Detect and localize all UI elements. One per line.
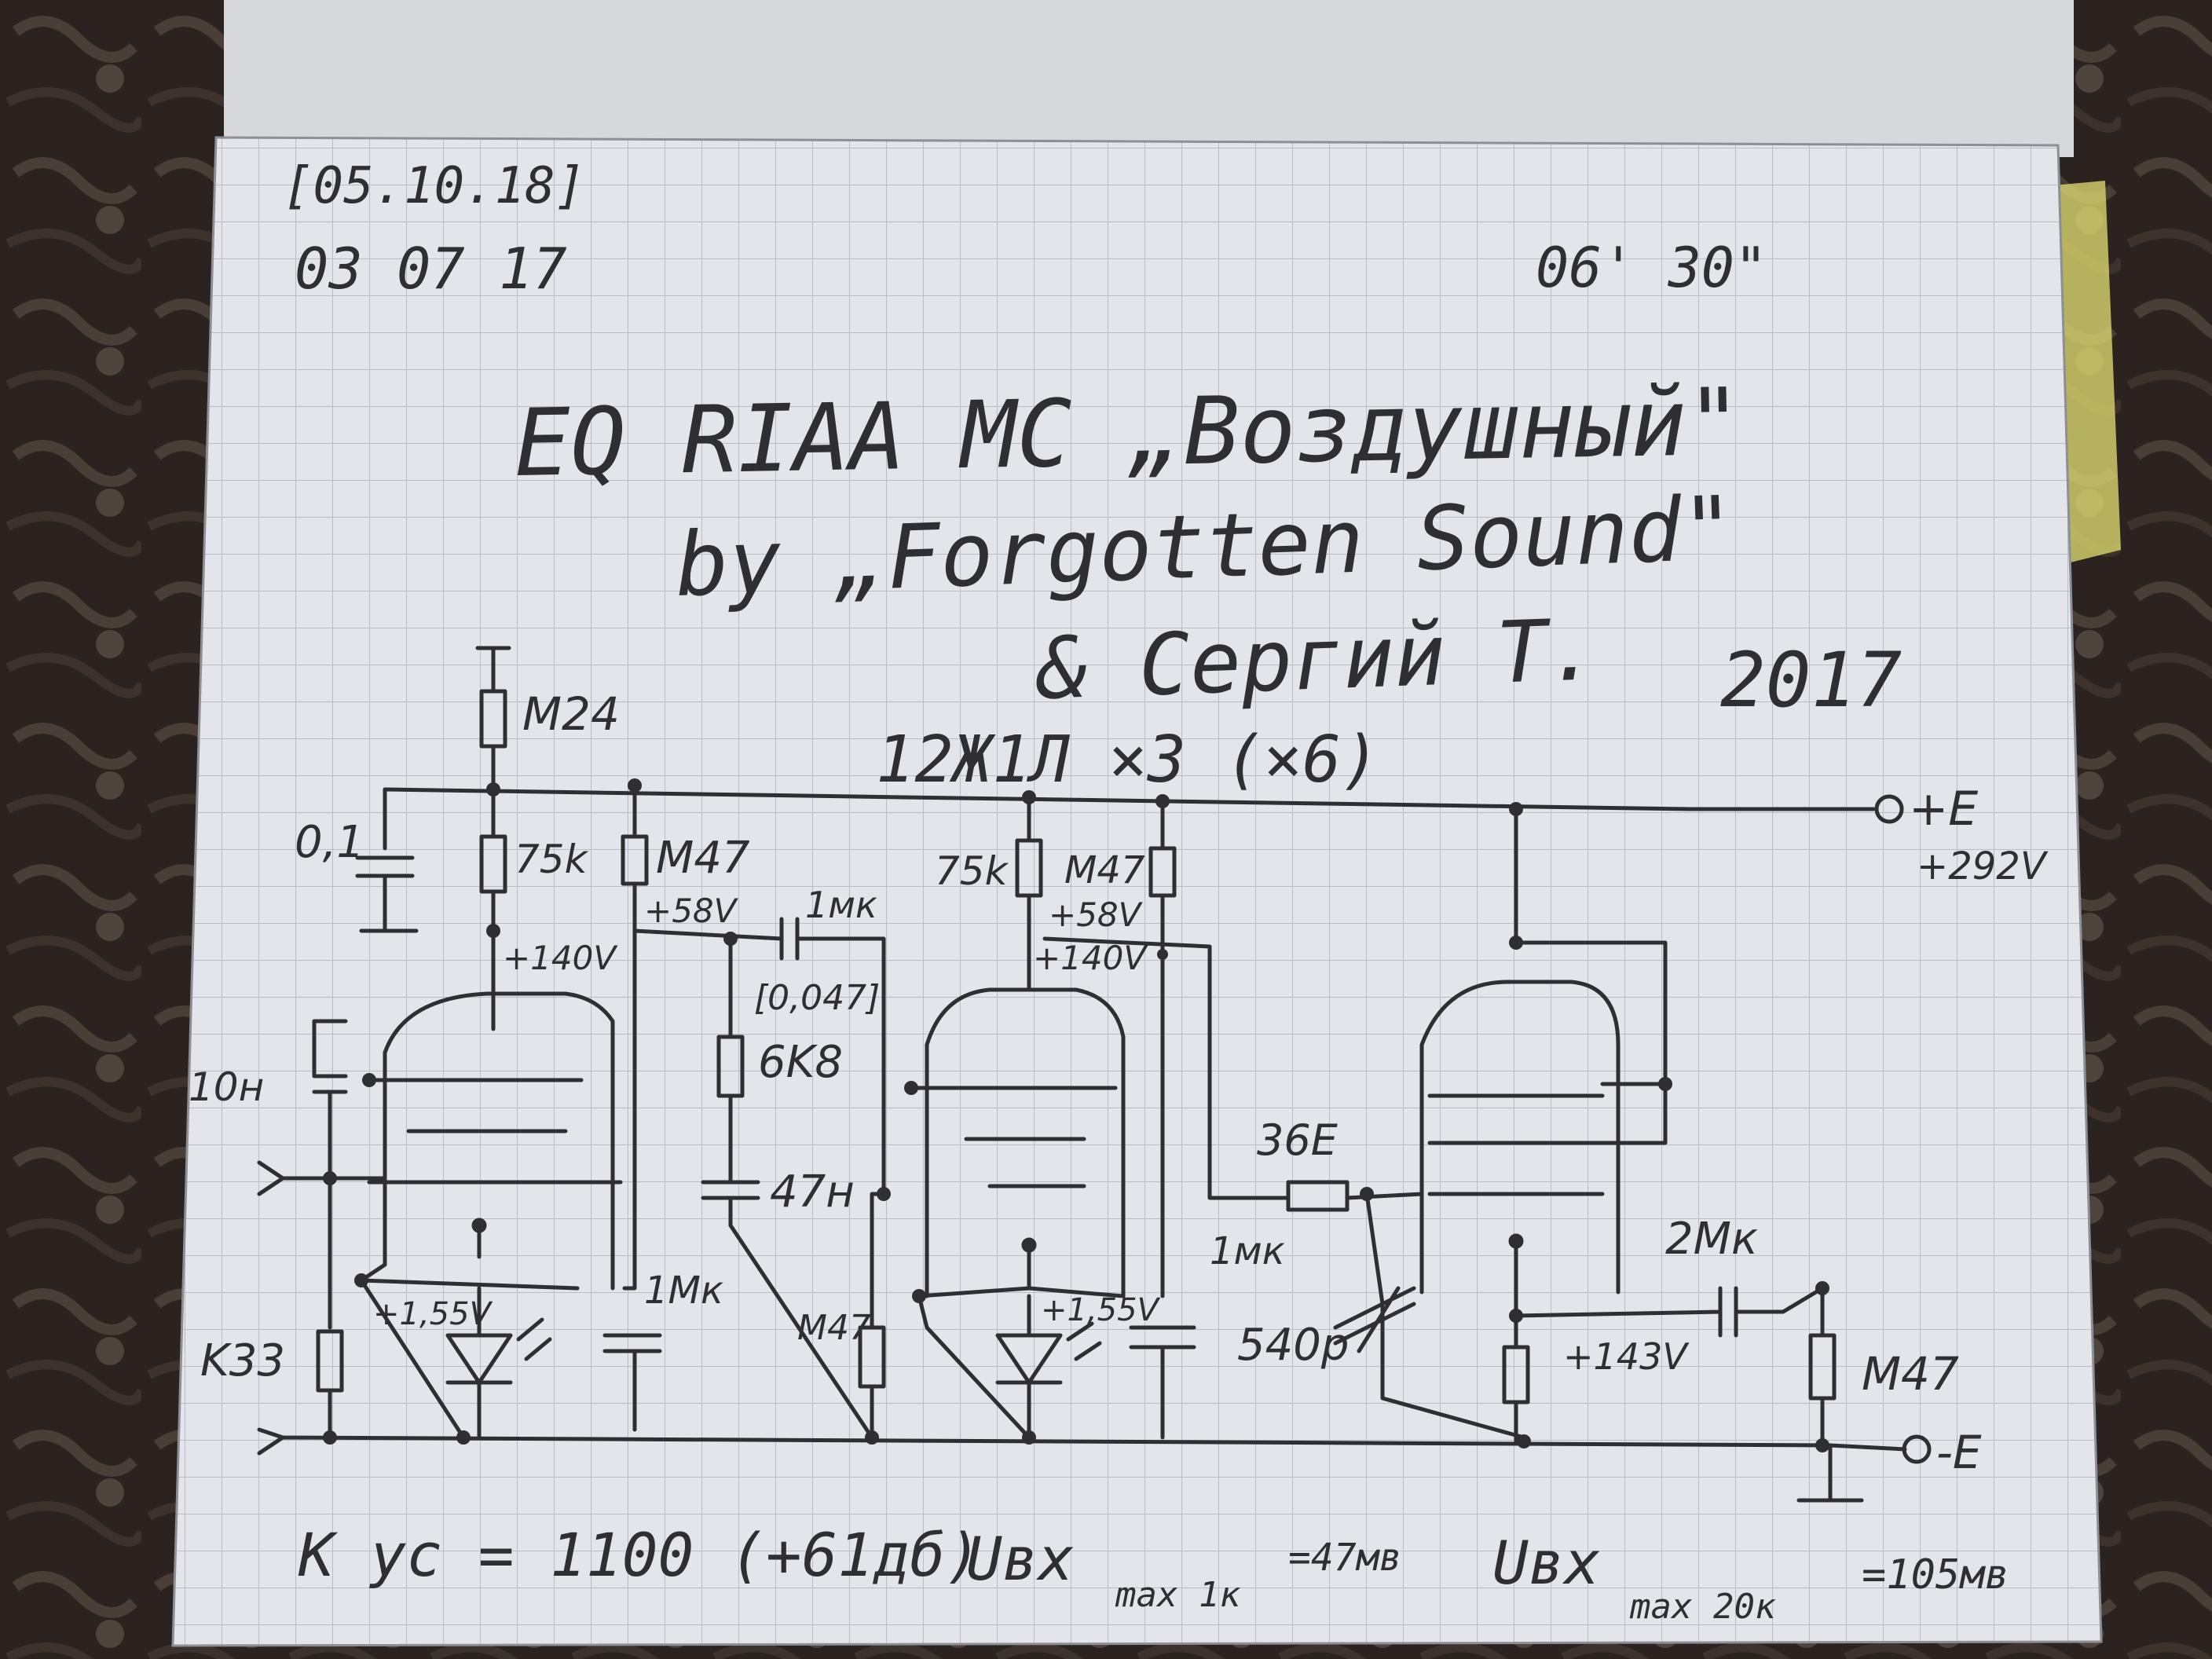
supply-neg-terminal — [1902, 1434, 1932, 1464]
uin2-label: Uвх — [1492, 1528, 1601, 1598]
resistor-6k8 — [716, 1035, 745, 1098]
title-line3: & Сергий Т. — [1035, 601, 1600, 719]
resistor-36e — [1286, 1180, 1350, 1212]
label-36e: 36E — [1257, 1115, 1338, 1165]
uin1-label: Uвх — [966, 1524, 1075, 1594]
label-supply-neg: -E — [1936, 1426, 1982, 1479]
date: 03 07 17 — [295, 236, 567, 302]
label-2mk: 2Мк — [1665, 1214, 1758, 1265]
resistor-m47-out — [1808, 1333, 1837, 1401]
label-c-couple1: 1мк — [805, 884, 877, 926]
resistor-m47-3 — [1148, 846, 1177, 898]
supply-rail-positive — [383, 787, 1876, 811]
title-year: 2017 — [1720, 636, 1903, 724]
label-75k-1: 75k — [515, 837, 588, 882]
label-v-cathode3: +143V — [1563, 1335, 1687, 1378]
label-540p: 540p — [1237, 1320, 1350, 1371]
label-m47-out: M47 — [1862, 1347, 1959, 1401]
label-v-screen2: +58V — [1049, 895, 1141, 934]
label-k33: K33 — [200, 1335, 285, 1386]
label-47n: 47н — [770, 1166, 855, 1218]
resistor-75k-1 — [479, 834, 507, 894]
label-10n: 10н — [189, 1064, 265, 1110]
resistor-75k-2 — [1015, 838, 1043, 898]
label-m47-2: M47 — [797, 1308, 871, 1348]
supply-pos-terminal — [1874, 794, 1904, 824]
uin1-value: =47мв — [1288, 1536, 1402, 1580]
label-v-led2: +1,55V — [1041, 1292, 1159, 1328]
uin2-value: =105мв — [1862, 1551, 2009, 1599]
resistor-m47-1 — [621, 834, 649, 886]
label-v-anode1: +140V — [503, 939, 617, 977]
tube-1 — [383, 991, 615, 1291]
label-v-led1: +1,55V — [373, 1296, 491, 1332]
resistor-cathode-3 — [1502, 1345, 1530, 1404]
time: 06' 30" — [1536, 236, 1768, 300]
uin1-sub: max 1к — [1115, 1575, 1240, 1615]
tube-3 — [1419, 980, 1621, 1295]
label-supply-pos: +E — [1909, 782, 1979, 837]
title-line1: EQ RIAA MC „Воздушный" — [513, 367, 1743, 497]
label-v-anode2: +140V — [1033, 939, 1147, 977]
label-c-couple1-alt: [0,047] — [754, 978, 881, 1018]
label-m47-1: M47 — [656, 833, 750, 884]
uin2-sub: max 20к — [1630, 1587, 1776, 1627]
label-6k8: 6K8 — [758, 1037, 843, 1088]
label-m24: M24 — [522, 687, 620, 741]
gain-formula: K ус = 1100 (+61дб) — [298, 1520, 982, 1590]
label-75k-2: 75k — [935, 848, 1008, 894]
tube-type: 12Ж1Л ×3 (×6) — [876, 723, 1380, 797]
resistor-k33 — [316, 1329, 344, 1393]
label-v-screen1: +58V — [644, 892, 737, 930]
resistor-m24 — [479, 689, 507, 749]
ground-rail — [257, 1427, 1833, 1456]
label-c-supply: 0,1 — [295, 817, 365, 868]
label-c-screen1: 1Мк — [644, 1269, 723, 1313]
label-supply-voltage: +292V — [1917, 844, 2046, 888]
label-m47-3: M47 — [1064, 848, 1145, 892]
label-c-screen2: 1мк — [1210, 1229, 1285, 1273]
date-bracketed: [05.10.18] — [283, 157, 586, 215]
tube-2 — [925, 987, 1126, 1298]
